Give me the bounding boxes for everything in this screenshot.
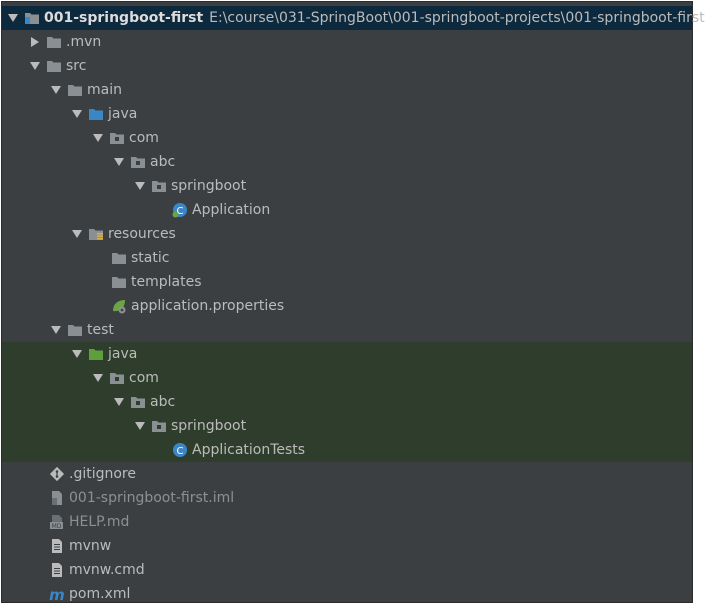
- tree-row-application-properties[interactable]: application.properties: [2, 294, 692, 318]
- folder-icon: [67, 82, 83, 98]
- folder-icon: [111, 250, 127, 266]
- tree-item-label: HELP.md: [69, 514, 130, 530]
- tree-row-main-com[interactable]: com: [2, 126, 692, 150]
- tree-row-application[interactable]: C Application: [2, 198, 692, 222]
- package-icon: [151, 418, 167, 434]
- tree-row-test-abc[interactable]: abc: [2, 390, 692, 414]
- tree-row-test[interactable]: test: [2, 318, 692, 342]
- git-icon: [49, 466, 65, 482]
- maven-icon: m: [49, 586, 65, 604]
- tree-row-mvn[interactable]: .mvn: [2, 30, 692, 54]
- tree-row-main-abc[interactable]: abc: [2, 150, 692, 174]
- tree-item-label: ApplicationTests: [192, 442, 306, 458]
- tree-row-application-tests[interactable]: C ApplicationTests: [2, 438, 692, 462]
- svg-text:C: C: [177, 446, 184, 457]
- tree-row-main-springboot[interactable]: springboot: [2, 174, 692, 198]
- tree-item-label: Application: [192, 202, 271, 218]
- markdown-file-icon: MD: [49, 514, 65, 530]
- tree-row-templates[interactable]: templates: [2, 270, 692, 294]
- expand-arrow-icon[interactable]: [28, 54, 42, 78]
- tree-item-label: abc: [150, 394, 176, 410]
- tree-item-label: static: [131, 250, 170, 266]
- expand-arrow-icon[interactable]: [112, 390, 126, 414]
- package-icon: [109, 130, 125, 146]
- expand-arrow-icon[interactable]: [70, 342, 84, 366]
- tree-row-main[interactable]: main: [2, 78, 692, 102]
- expand-arrow-icon[interactable]: [112, 150, 126, 174]
- tree-item-label: java: [108, 346, 138, 362]
- folder-icon: [67, 322, 83, 338]
- resources-folder-icon: [88, 226, 104, 242]
- tree-row-root[interactable]: 001-springboot-first E:\course\031-Sprin…: [2, 6, 705, 30]
- expand-arrow-icon[interactable]: [49, 78, 63, 102]
- tree-item-label: com: [129, 130, 159, 146]
- spring-properties-icon: [111, 298, 127, 314]
- folder-icon: [46, 34, 62, 50]
- expand-arrow-icon[interactable]: [49, 318, 63, 342]
- tree-row-iml[interactable]: 001-springboot-first.iml: [2, 486, 692, 510]
- expand-arrow-icon[interactable]: [70, 102, 84, 126]
- tree-item-label: application.properties: [131, 298, 285, 314]
- tree-item-label: 001-springboot-first.iml: [69, 490, 235, 506]
- tree-item-label: mvnw: [69, 538, 112, 554]
- spring-boot-class-icon: C: [172, 202, 188, 218]
- root-project-path: E:\course\031-SpringBoot\001-springboot-…: [209, 10, 705, 26]
- tree-row-help-md[interactable]: MD HELP.md: [2, 510, 692, 534]
- package-icon: [151, 178, 167, 194]
- source-folder-icon: [88, 106, 104, 122]
- module-folder-icon: [24, 10, 40, 26]
- folder-icon: [111, 274, 127, 290]
- expand-arrow-icon[interactable]: [91, 366, 105, 390]
- package-icon: [109, 370, 125, 386]
- tree-row-pom-xml[interactable]: m pom.xml: [2, 582, 692, 606]
- tree-item-label: mvnw.cmd: [69, 562, 145, 578]
- expand-arrow-icon[interactable]: [91, 126, 105, 150]
- tree-item-label: springboot: [171, 418, 247, 434]
- iml-file-icon: [49, 490, 65, 506]
- tree-item-label: .gitignore: [69, 466, 136, 482]
- folder-icon: [46, 58, 62, 74]
- expand-arrow-icon[interactable]: [133, 174, 147, 198]
- text-file-icon: [49, 538, 65, 554]
- text-file-icon: [49, 562, 65, 578]
- tree-row-test-springboot[interactable]: springboot: [2, 414, 692, 438]
- package-icon: [130, 154, 146, 170]
- test-source-folder-icon: [88, 346, 104, 362]
- tree-item-label: springboot: [171, 178, 247, 194]
- tree-item-label: .mvn: [66, 34, 102, 50]
- tree-item-label: src: [66, 58, 87, 74]
- tree-row-main-java[interactable]: java: [2, 102, 692, 126]
- tree-row-static[interactable]: static: [2, 246, 692, 270]
- tree-item-label: main: [87, 82, 122, 98]
- tree-row-src[interactable]: src: [2, 54, 692, 78]
- tree-item-label: pom.xml: [69, 586, 131, 602]
- expand-arrow-icon[interactable]: [6, 6, 20, 30]
- tree-item-label: abc: [150, 154, 176, 170]
- tree-item-label: test: [87, 322, 114, 338]
- tree-item-label: resources: [108, 226, 176, 242]
- expand-arrow-icon[interactable]: [133, 414, 147, 438]
- tree-item-label: com: [129, 370, 159, 386]
- svg-text:C: C: [177, 206, 184, 217]
- root-project-name: 001-springboot-first: [44, 10, 204, 26]
- expand-arrow-icon[interactable]: [70, 222, 84, 246]
- package-icon: [130, 394, 146, 410]
- test-class-icon: C: [172, 442, 188, 458]
- tree-row-gitignore[interactable]: .gitignore: [2, 462, 692, 486]
- collapse-arrow-icon[interactable]: [28, 30, 42, 54]
- tree-row-test-com[interactable]: com: [2, 366, 692, 390]
- svg-text:m: m: [49, 586, 65, 604]
- tree-item-label: templates: [131, 274, 202, 290]
- tree-item-label: java: [108, 106, 138, 122]
- tree-row-resources[interactable]: resources: [2, 222, 692, 246]
- svg-text:MD: MD: [52, 523, 62, 530]
- tree-row-mvnw[interactable]: mvnw: [2, 534, 692, 558]
- tree-row-test-java[interactable]: java: [2, 342, 692, 366]
- tree-row-mvnw-cmd[interactable]: mvnw.cmd: [2, 558, 692, 582]
